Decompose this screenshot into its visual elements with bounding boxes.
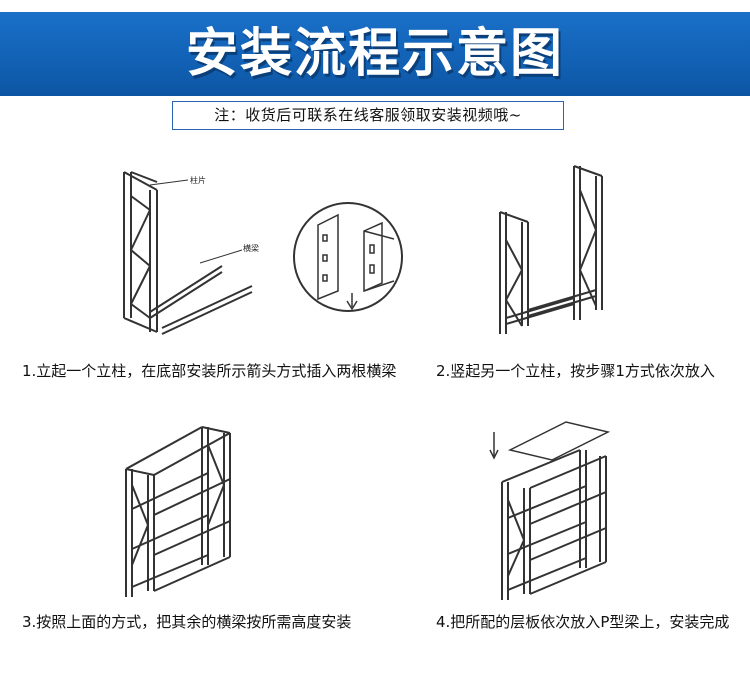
upright-label: 柱片: [190, 175, 206, 185]
step3-caption: 3.按照上面的方式，把其余的横梁按所需高度安装: [22, 613, 352, 631]
install-notice-box: 注：收货后可联系在线客服领取安装视频哦~: [172, 101, 564, 130]
step2-rack-drawing: [499, 165, 603, 334]
step1-rack-drawing: 柱片 横梁: [123, 171, 259, 335]
step2-illustration: [470, 150, 630, 350]
beam-label: 横梁: [243, 243, 259, 253]
header-banner: 安装流程示意图: [0, 12, 750, 96]
hook-detail-illustration: [290, 195, 410, 315]
step1-illustration: 柱片 横梁: [0, 0, 300, 360]
page-title: 安装流程示意图: [185, 24, 564, 84]
install-notice-text: 注：收货后可联系在线客服领取安装视频哦~: [214, 106, 522, 124]
step4-illustration: [480, 410, 620, 610]
hook-detail-drawing: [293, 202, 403, 312]
step2-caption: 2.竖起另一个立柱，按步骤1方式依次放入: [436, 362, 715, 380]
step4-rack-drawing: [489, 421, 611, 600]
step3-illustration: [110, 415, 260, 605]
step3-rack-drawing: [125, 426, 231, 597]
step4-caption: 4.把所配的层板依次放入P型梁上，安装完成: [436, 613, 730, 631]
step1-caption: 1.立起一个立柱，在底部安装所示箭头方式插入两根横梁: [22, 362, 397, 380]
